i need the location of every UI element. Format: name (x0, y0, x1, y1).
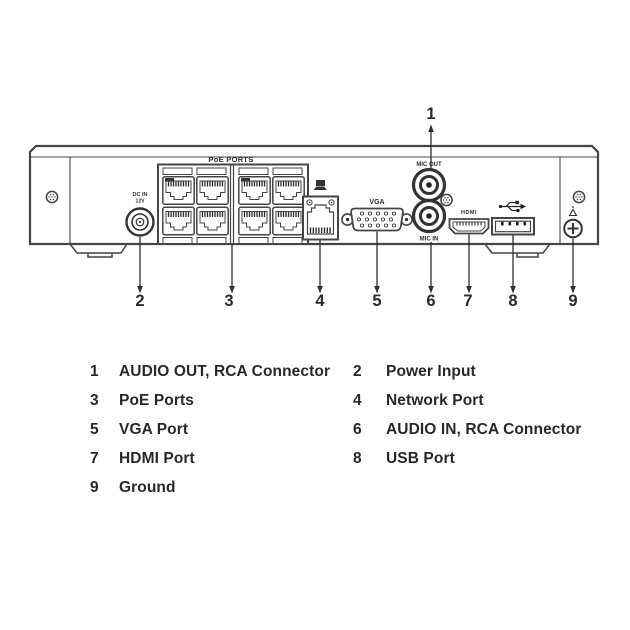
callout-number-1: 1 (426, 105, 435, 123)
legend-row: 9 Ground (90, 473, 584, 502)
poe-bottom-strip (162, 237, 303, 245)
arrow-down-icon (570, 286, 576, 294)
panel-screw-right-icon (572, 190, 586, 204)
legend-entry: 1 AUDIO OUT, RCA Connector (90, 363, 353, 381)
network-icon (313, 180, 327, 190)
legend-number: 4 (353, 391, 362, 409)
poe-top-strip (162, 167, 303, 175)
arrow-down-icon (428, 286, 434, 294)
audio-out-connector: MIC OUT (411, 162, 447, 203)
callout-number-9: 9 (568, 292, 577, 310)
ground-symbol-icon (568, 208, 578, 217)
arrow-down-icon (229, 286, 235, 294)
hdmi-port: HDMI (448, 210, 490, 235)
legend-entry: 7 HDMI Port (90, 450, 353, 468)
legend-number: 2 (353, 362, 362, 380)
panel-screw-left-icon (45, 190, 59, 204)
callout-lines (137, 124, 576, 294)
callout-number-2: 2 (135, 292, 144, 310)
legend-number: 1 (90, 362, 99, 380)
power-input-connector: DC IN 12V (125, 192, 155, 237)
vga-pin-holes (356, 211, 397, 228)
legend-entry: 2 Power Input (353, 363, 584, 381)
legend-number: 8 (353, 449, 362, 467)
mic-out-label: MIC OUT (416, 162, 442, 168)
poe-port-mark (241, 178, 250, 182)
audio-in-connector: MIC IN (411, 198, 447, 243)
legend-label: PoE Ports (119, 391, 194, 409)
poe-port (272, 206, 305, 236)
legend-label: AUDIO IN, RCA Connector (386, 420, 582, 438)
vga-label: VGA (369, 199, 384, 206)
legend-number: 7 (90, 449, 99, 467)
callout-number-8: 8 (508, 292, 517, 310)
usb-contacts (501, 221, 527, 226)
usb-port (491, 200, 535, 236)
dc-in-label: DC IN (133, 192, 148, 198)
legend-label: VGA Port (119, 420, 189, 438)
vga-port: VGA (341, 199, 413, 232)
callout-number-7: 7 (463, 292, 472, 310)
callout-numbers: 1 2 3 4 5 6 7 8 9 (135, 105, 577, 310)
poe-ports-label: PoE PORTS (208, 155, 253, 164)
poe-port (196, 176, 229, 205)
legend-row: 1 AUDIO OUT, RCA Connector 2 Power Input (90, 357, 584, 386)
legend-number: 3 (90, 391, 99, 409)
legend-label: Network Port (386, 391, 484, 409)
legend-entry: 5 VGA Port (90, 421, 353, 439)
legend-label: HDMI Port (119, 449, 195, 467)
arrow-down-icon (510, 286, 516, 294)
ground-symbol-icon (572, 206, 574, 208)
legend-number: 9 (90, 478, 99, 496)
arrow-up-icon (428, 124, 434, 132)
panel-screw-mid-icon (440, 193, 453, 207)
legend-row: 7 HDMI Port 8 USB Port (90, 444, 584, 473)
poe-port-mark (165, 178, 174, 182)
arrow-down-icon (317, 286, 323, 294)
chassis-feet (69, 243, 551, 258)
arrow-down-icon (137, 286, 143, 294)
legend-label: USB Port (386, 449, 455, 467)
poe-port (272, 176, 305, 205)
ground-screw (563, 206, 583, 239)
legend-entry: 6 AUDIO IN, RCA Connector (353, 421, 584, 439)
legend-entry: 4 Network Port (353, 392, 584, 410)
usb-icon (498, 200, 526, 213)
legend-number: 5 (90, 420, 99, 438)
legend: 1 AUDIO OUT, RCA Connector 2 Power Input… (90, 357, 584, 502)
arrow-down-icon (374, 286, 380, 294)
legend-entry: 9 Ground (90, 479, 353, 497)
dc-in-voltage-label: 12V (136, 199, 146, 205)
legend-label: Power Input (386, 362, 476, 380)
poe-port (196, 206, 229, 236)
poe-port (162, 206, 195, 236)
poe-group-divider (229, 164, 235, 244)
legend-label: Ground (119, 478, 176, 496)
legend-row: 5 VGA Port 6 AUDIO IN, RCA Connector (90, 415, 584, 444)
legend-entry: 3 PoE Ports (90, 392, 353, 410)
poe-port (238, 206, 271, 236)
mic-in-label: MIC IN (420, 237, 439, 243)
network-port (302, 180, 339, 241)
legend-label: AUDIO OUT, RCA Connector (119, 362, 331, 380)
poe-ports-block: PoE PORTS (157, 155, 309, 245)
legend-entry: 8 USB Port (353, 450, 584, 468)
legend-number: 6 (353, 420, 362, 438)
hdmi-label: HDMI (461, 210, 477, 216)
callout-number-4: 4 (315, 292, 325, 310)
callout-number-6: 6 (426, 292, 435, 310)
legend-row: 3 PoE Ports 4 Network Port (90, 386, 584, 415)
arrow-down-icon (466, 286, 472, 294)
arrow-down-icons (137, 286, 576, 294)
callout-number-3: 3 (224, 292, 233, 310)
callout-number-5: 5 (372, 292, 381, 310)
